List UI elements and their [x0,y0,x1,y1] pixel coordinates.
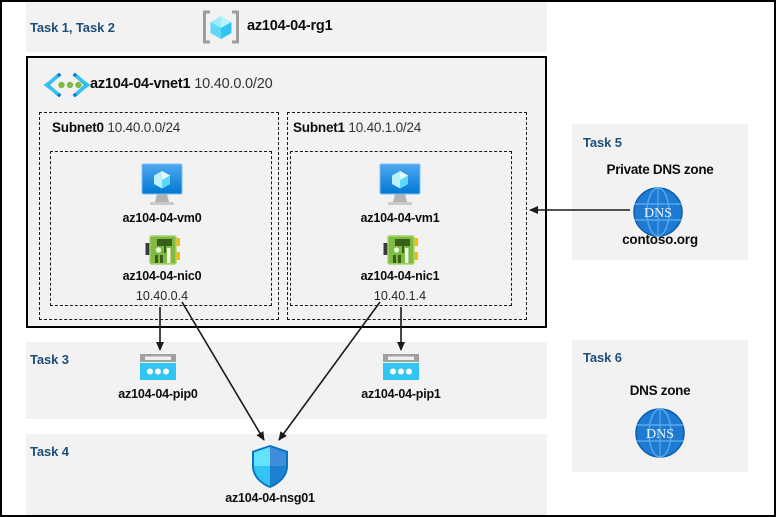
svg-text:DNS: DNS [646,427,674,442]
resource-group-name: az104-04-rg1 [247,18,333,34]
network-interface-icon[interactable] [383,234,419,266]
virtual-machine-icon[interactable] [136,161,188,207]
vnet-address-space: 10.40.0.0/20 [194,76,273,92]
task-label-6: Task 6 [583,350,622,365]
public-ip-address-icon[interactable] [137,352,179,384]
vnet-name: az104-04-vnet1 [90,76,191,92]
resource-group-header-panel [26,2,547,52]
task3-panel [26,342,547,419]
virtual-machine-icon[interactable] [374,161,426,207]
subnet1-container [287,112,527,320]
virtual-network-icon [40,72,94,98]
task-label-1-2: Task 1, Task 2 [30,20,115,35]
public-ip-address-icon[interactable] [380,352,422,384]
network-interface-icon[interactable] [145,234,181,266]
subnet1-cidr: 10.40.1.0/24 [348,120,422,135]
task4-panel [26,434,547,515]
svg-text:DNS: DNS [644,206,672,221]
subnet0-heading: Subnet0 10.40.0.0/24 [52,120,180,135]
nic1-label: az104-04-nic1 [360,269,440,283]
network-security-group-icon[interactable] [250,444,290,490]
nic0-ip: 10.40.0.4 [135,289,189,303]
task-label-4: Task 4 [30,444,69,459]
vm0-label: az104-04-vm0 [122,211,202,225]
dns-zone-icon[interactable]: DNS [634,407,686,459]
task-label-5: Task 5 [583,135,622,150]
vm1-label: az104-04-vm1 [360,211,440,225]
vnet-heading: az104-04-vnet1 10.40.0.0/20 [90,76,273,92]
subnet0-resources-box [50,151,272,306]
task-label-3: Task 3 [30,352,69,367]
vnet-container [26,56,547,328]
subnet1-name: Subnet1 [293,120,345,135]
resource-group-icon [201,8,241,46]
pip1-label: az104-04-pip1 [361,387,441,401]
subnet0-container [39,112,279,320]
dns-zone-icon[interactable]: DNS [632,186,684,238]
private-dns-zone-title: Private DNS zone [606,162,714,177]
nic1-ip: 10.40.1.4 [373,289,427,303]
pip0-label: az104-04-pip0 [118,387,198,401]
nic0-label: az104-04-nic0 [122,269,202,283]
subnet1-resources-box [290,151,512,306]
private-dns-zone-name: contoso.org [622,232,698,247]
subnet0-name: Subnet0 [52,120,104,135]
resource-group-name-text: az104-04-rg1 [247,18,333,34]
dns-zone-title: DNS zone [629,383,691,398]
subnet1-heading: Subnet1 10.40.1.0/24 [293,120,421,135]
nsg-label: az104-04-nsg01 [225,491,315,505]
subnet0-cidr: 10.40.0.0/24 [107,120,181,135]
